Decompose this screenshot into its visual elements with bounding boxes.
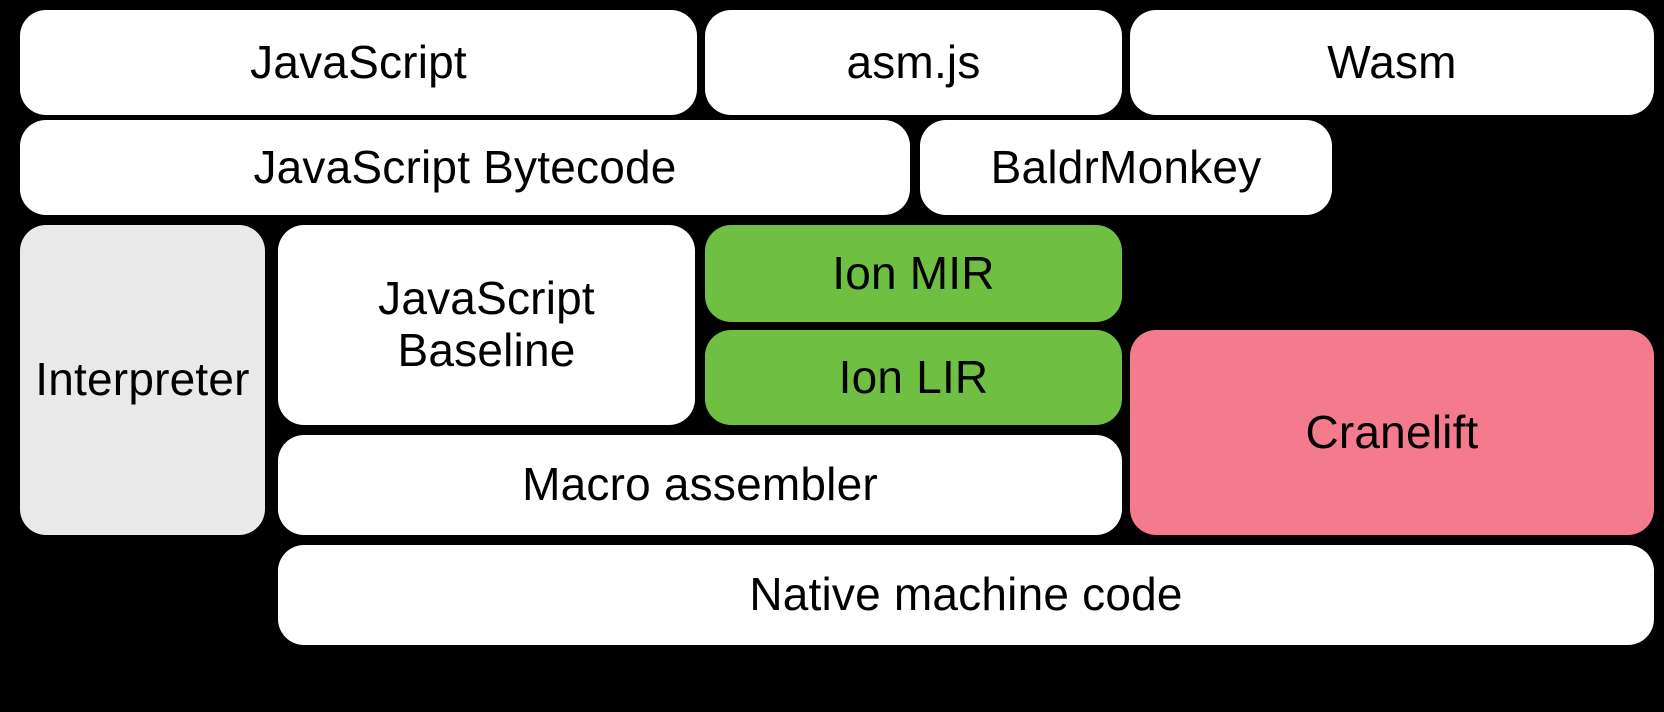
node-macro-assembler: Macro assembler <box>278 435 1122 535</box>
node-javascript-baseline: JavaScript Baseline <box>278 225 695 425</box>
node-javascript: JavaScript <box>20 10 697 115</box>
node-ion-mir: Ion MIR <box>705 225 1122 322</box>
node-baldrmonkey: BaldrMonkey <box>920 120 1332 215</box>
node-ion-lir: Ion LIR <box>705 330 1122 425</box>
node-asmjs: asm.js <box>705 10 1122 115</box>
node-interpreter: Interpreter <box>20 225 265 535</box>
node-native-machine-code: Native machine code <box>278 545 1654 645</box>
node-wasm: Wasm <box>1130 10 1654 115</box>
node-cranelift: Cranelift <box>1130 330 1654 535</box>
node-javascript-bytecode: JavaScript Bytecode <box>20 120 910 215</box>
